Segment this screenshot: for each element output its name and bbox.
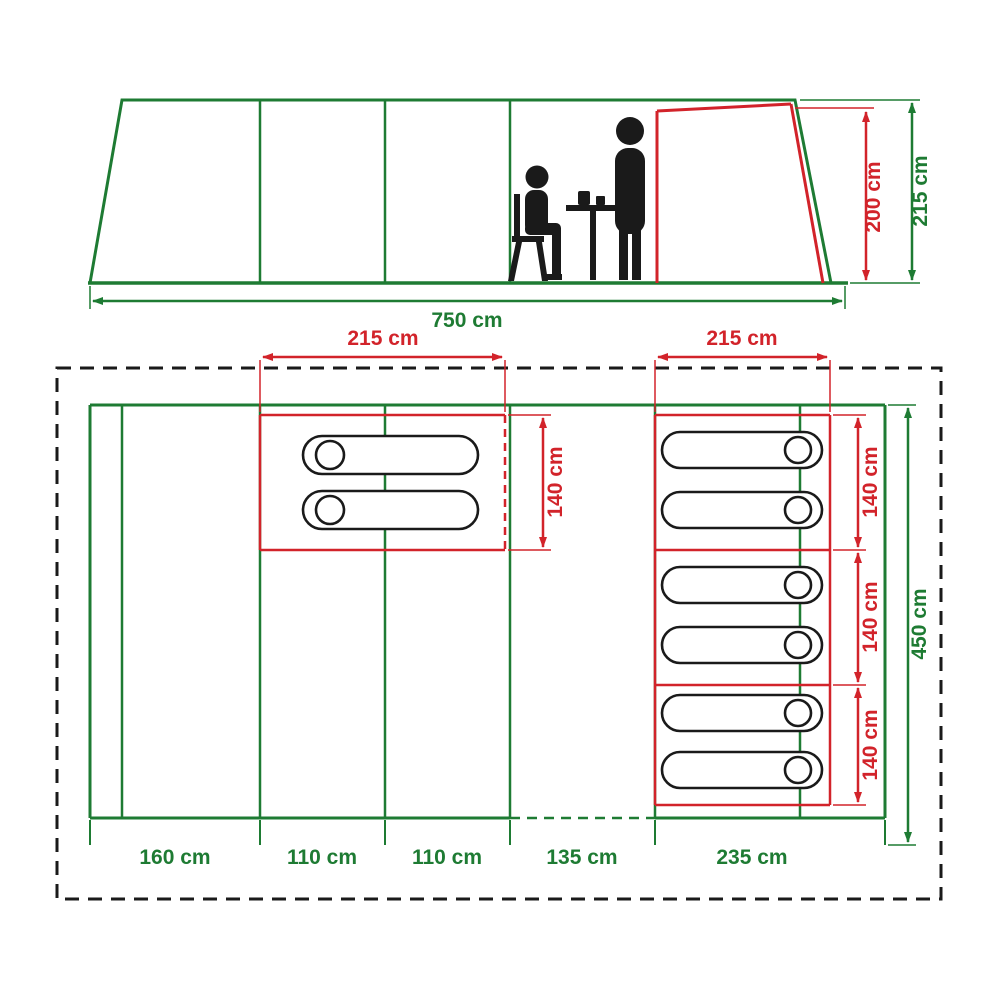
tent-height-label: 215 cm — [909, 155, 932, 226]
table-silhouette — [566, 191, 622, 280]
outer-footprint-dashed-border — [55, 366, 943, 901]
door-height-dimension: 200 cm — [795, 107, 885, 281]
bottom-width-dimensions: 160 cm 110 cm 110 cm 135 cm 235 cm — [89, 820, 886, 869]
door-height-label: 200 cm — [862, 161, 885, 232]
tent-side-outline — [88, 98, 833, 285]
sleeping-bag — [301, 434, 480, 476]
bottom-segment-label-3: 110 cm — [412, 846, 482, 869]
right-sleeping-cabins — [653, 413, 832, 807]
side-width-dimension: 750 cm — [89, 286, 846, 332]
left-sleeping-cabin — [258, 413, 507, 552]
sleeping-bag — [660, 625, 824, 665]
sleeping-bag — [660, 693, 824, 733]
left-cabin-depth-label: 140 cm — [544, 446, 567, 517]
sleeping-bag — [660, 565, 824, 605]
bottom-segment-label-1: 160 cm — [139, 846, 210, 869]
right-cabin-width-dimension: 215 cm — [654, 327, 831, 412]
right-cabin-depth-dimensions: 140 cm 140 cm 140 cm — [833, 414, 882, 806]
bottom-segment-label-2: 110 cm — [287, 846, 357, 869]
right-cabin-width-label: 215 cm — [706, 327, 777, 350]
sleeping-bag — [660, 490, 824, 530]
right-cabin-depth-label-3: 140 cm — [859, 709, 882, 780]
floor-plan-view: 215 cm 140 cm — [55, 327, 943, 901]
side-elevation-view: 750 cm 200 cm 215 cm — [88, 98, 932, 332]
left-cabin-width-dimension: 215 cm — [259, 327, 506, 412]
sleeping-bag — [301, 489, 480, 531]
right-cabin-depth-label-2: 140 cm — [859, 581, 882, 652]
side-width-label: 750 cm — [431, 309, 502, 332]
seated-person-silhouette — [508, 165, 562, 281]
bottom-segment-label-5: 235 cm — [716, 846, 787, 869]
sleeping-bag — [660, 750, 824, 790]
total-depth-label: 450 cm — [908, 588, 931, 659]
left-cabin-width-label: 215 cm — [347, 327, 418, 350]
right-cabin-depth-label-1: 140 cm — [859, 446, 882, 517]
standing-person-silhouette — [615, 117, 645, 280]
floor-outline — [88, 403, 887, 820]
bottom-segment-label-4: 135 cm — [546, 846, 617, 869]
tent-height-dimension: 215 cm — [800, 99, 932, 284]
total-depth-dimension: 450 cm — [888, 404, 931, 846]
left-cabin-depth-dimension: 140 cm — [508, 414, 567, 551]
sleeping-bag — [660, 430, 824, 470]
door-outline — [655, 102, 825, 284]
